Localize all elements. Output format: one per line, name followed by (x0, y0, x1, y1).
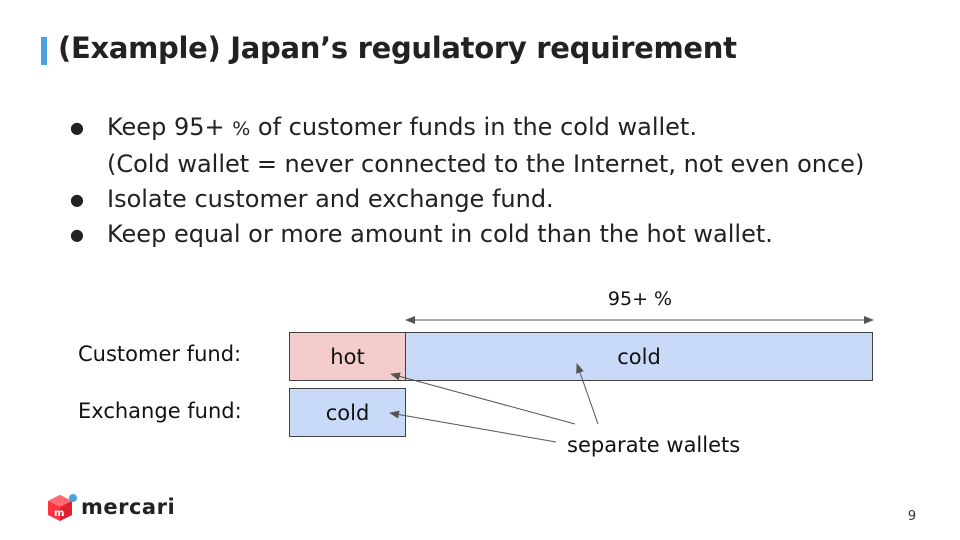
title-accent-bar (41, 37, 47, 65)
box-label: hot (330, 344, 365, 369)
bullet-dot-icon: ● (70, 225, 84, 244)
customer-fund-label: Customer fund: (78, 342, 242, 366)
bullet-text: Isolate customer and exchange fund. (107, 185, 554, 213)
bullet-continuation: (Cold wallet = never connected to the In… (107, 150, 865, 178)
pointer-arrow-exchange (389, 410, 557, 443)
box-label: cold (617, 344, 661, 369)
mercari-logo: m mercari (46, 493, 176, 527)
customer-cold-wallet-box: cold (405, 332, 873, 381)
bullet-item: ● Keep equal or more amount in cold than… (70, 217, 930, 252)
logo-wordmark: mercari (81, 495, 176, 519)
separate-wallets-annotation: separate wallets (567, 433, 741, 457)
bullet-text: Keep 95+ (107, 113, 233, 141)
mercari-cube-icon: m (48, 494, 77, 521)
exchange-cold-wallet-box: cold (289, 388, 406, 437)
bullet-item: ● Isolate customer and exchange fund. (70, 182, 930, 217)
bullet-dot-icon: ● (70, 118, 84, 137)
bullet-text: of customer funds in the cold wallet. (250, 113, 697, 141)
page-number: 9 (907, 509, 917, 524)
svg-text:m: m (54, 508, 64, 519)
percent-sign: % (232, 118, 251, 140)
exchange-fund-label: Exchange fund: (78, 399, 242, 423)
bullet-text: Keep equal or more amount in cold than t… (107, 220, 773, 248)
pointer-arrow-cold (576, 363, 599, 425)
pointer-arrow-hot (390, 372, 576, 425)
bullet-item: ● Keep 95+ % of customer funds in the co… (70, 110, 930, 147)
slide-title: (Example) Japan’s regulatory requirement (58, 31, 737, 65)
bullet-list: ● Keep 95+ % of customer funds in the co… (70, 110, 930, 252)
span-label: 95+ % (607, 288, 673, 310)
box-label: cold (325, 400, 370, 425)
bullet-dot-icon: ● (70, 190, 84, 209)
